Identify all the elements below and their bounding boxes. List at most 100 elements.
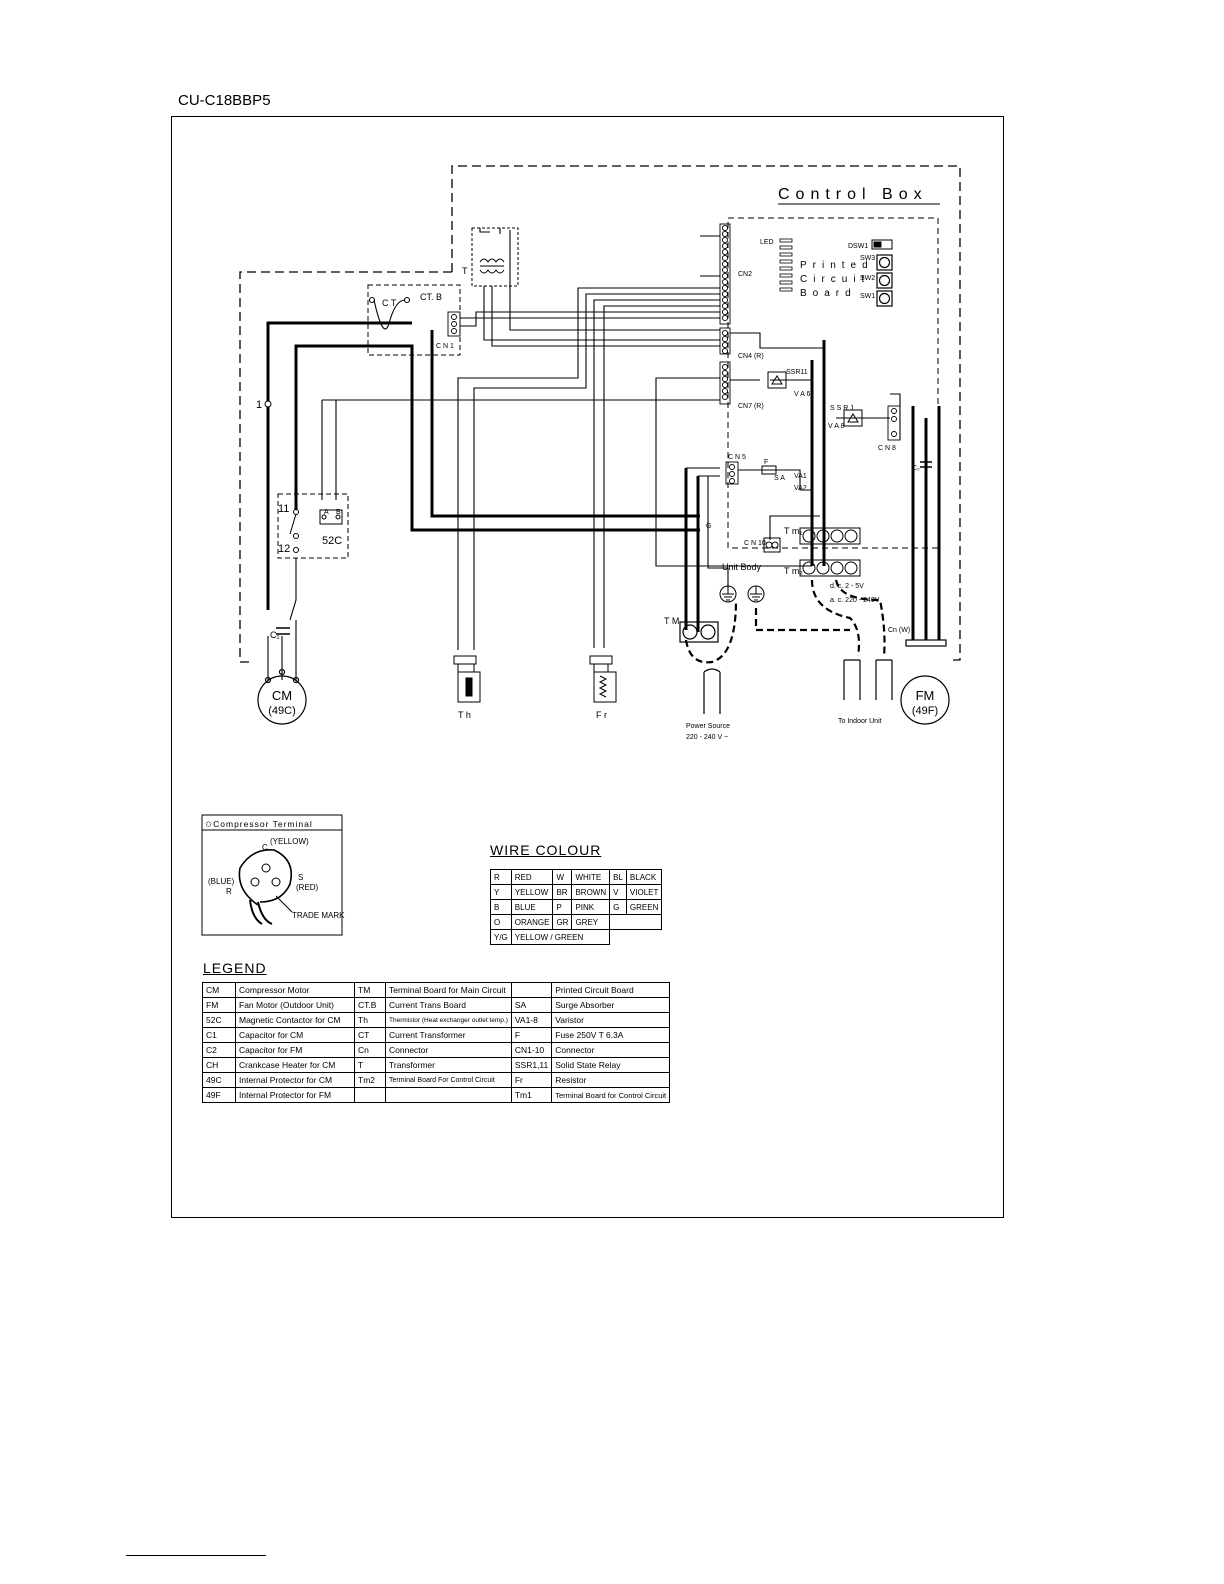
- cable-indoor2: [834, 579, 886, 657]
- va1-label: VA1: [794, 473, 807, 480]
- pcb-boundary: [727, 217, 939, 549]
- capacitor-c1: [276, 627, 290, 635]
- wire-gr-cn2: [593, 299, 720, 648]
- ssr1-label: S S R 1: [830, 405, 854, 412]
- wire-fuse: [738, 469, 812, 491]
- terminal-11-label: 11: [278, 503, 289, 515]
- ssr11-relay: [767, 371, 787, 389]
- wire-o: [460, 311, 720, 327]
- ac-label: a. c. 220 - 240V: [830, 597, 880, 604]
- a-label: A: [324, 509, 329, 516]
- sw2-label: SW2: [860, 275, 875, 282]
- cable-indoor: [810, 579, 861, 657]
- wire-b-cn7: [655, 377, 812, 567]
- wire-g: [707, 476, 729, 590]
- comp-terminal-title: ✩Compressor Terminal: [205, 819, 313, 829]
- dsw1-label: DSW1: [848, 243, 868, 250]
- led-label: LED: [760, 239, 774, 246]
- sw1-label: SW1: [860, 293, 875, 300]
- resistor-fr: [589, 655, 617, 703]
- unit-body-label: Unit Body: [722, 562, 762, 572]
- ssr11-label: SSR11: [786, 369, 808, 376]
- capacitor-c2: [920, 461, 932, 468]
- power-voltage-label: 220 - 240 V ~: [686, 734, 728, 741]
- contactor-52c: [289, 509, 343, 553]
- comp-s-label: S: [298, 873, 303, 882]
- control-box-label: Control Box: [778, 186, 928, 203]
- tm-terminal: [679, 621, 719, 643]
- cable-earth: [754, 608, 850, 632]
- comp-r-label: R: [226, 887, 232, 896]
- contactor-boundary: [277, 493, 349, 559]
- tm2-label: T m₂: [784, 566, 803, 576]
- cn5-label: C N 5: [728, 454, 746, 461]
- fuse-label: F: [764, 459, 768, 466]
- cn7-label: CN7 (R): [738, 403, 764, 410]
- c2-label: C₂: [912, 465, 920, 472]
- comp-trade-label: TRADE MARK: [292, 911, 345, 920]
- current-transformer: [368, 296, 411, 330]
- wire-br-cn2: [457, 287, 720, 650]
- wire-main-3: [430, 330, 700, 518]
- to-indoor-label: To Indoor Unit: [838, 718, 882, 725]
- wire-colour-title: WIRE COLOUR: [490, 842, 602, 858]
- tm1-label: T m₁: [784, 526, 802, 536]
- cn8-label: C N 8: [878, 445, 896, 452]
- cable-power: [684, 599, 738, 664]
- wire-t-b: [499, 228, 720, 331]
- pcb-label-1: Printed: [800, 260, 874, 271]
- cn1-connector: [447, 311, 461, 337]
- va2-label: VA2: [794, 485, 807, 492]
- wire-cn4-r: [730, 332, 824, 349]
- sa-label: S A: [774, 475, 785, 482]
- cn8-connector: [887, 405, 901, 441]
- th-label: T h: [458, 710, 471, 720]
- comp-c-label: C: [262, 843, 268, 852]
- fuse: [761, 465, 777, 475]
- va6-label: V A 6: [794, 391, 810, 398]
- cn7-connector: [719, 361, 731, 405]
- t-label: T: [462, 266, 468, 276]
- ct-label: C T: [382, 298, 397, 308]
- va8-label: V A 8: [828, 423, 844, 430]
- wire-t-r: [491, 286, 720, 347]
- compressor-motor: [257, 668, 307, 725]
- sw-buttons: [876, 254, 893, 307]
- footer-rule: [126, 1555, 266, 1556]
- wire-gr2: [603, 305, 720, 648]
- cm-protector: (49C): [268, 705, 296, 717]
- wire-cn10: [769, 515, 820, 540]
- model-title: CU-C18BBP5: [178, 92, 271, 109]
- cn4-label: CN4 (R): [738, 353, 764, 360]
- cn2-connector: [719, 223, 731, 325]
- g-label: G: [706, 523, 711, 530]
- power-cable: [703, 668, 721, 714]
- pcb-label-2: Circuit: [800, 274, 870, 285]
- compressor-terminal-box: [201, 814, 343, 936]
- contactor-52c-label: 52C: [322, 535, 342, 547]
- wire-br2-cn2: [473, 293, 720, 650]
- wire-w-cn7: [335, 399, 720, 500]
- sw3-label: SW3: [860, 255, 875, 262]
- wire-w-cn7b: [321, 399, 720, 500]
- legend-title: LEGEND: [203, 960, 267, 976]
- comp-blue-label: (BLUE): [208, 877, 235, 886]
- comp-yellow-label: (YELLOW): [270, 837, 309, 846]
- thermistor: [453, 655, 481, 703]
- wire-main-1: [266, 321, 412, 610]
- cn-w-label: Cn (W): [888, 627, 910, 634]
- fm-protector: (49F): [912, 705, 938, 717]
- fan-motor: [900, 639, 950, 725]
- cn10-connector: [763, 537, 781, 553]
